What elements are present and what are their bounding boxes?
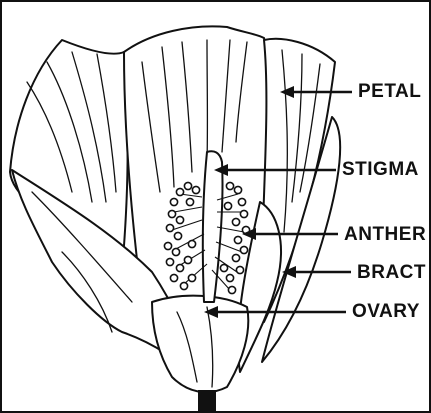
label-anther: ANTHER xyxy=(344,225,426,244)
label-petal: PETAL xyxy=(358,82,421,101)
label-ovary: OVARY xyxy=(352,302,420,321)
label-bract: BRACT xyxy=(357,263,426,282)
label-stigma: STIGMA xyxy=(342,160,419,179)
ovary-base xyxy=(152,296,248,393)
stem xyxy=(198,390,216,411)
leader-bract xyxy=(282,266,351,278)
